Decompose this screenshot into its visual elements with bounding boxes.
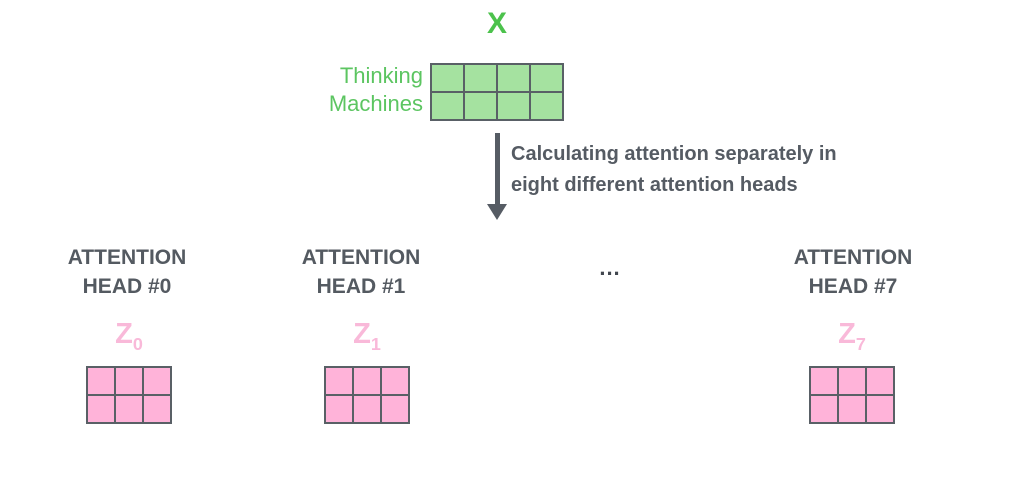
- matrix-cell: [811, 368, 837, 394]
- matrix-cell: [326, 396, 352, 422]
- matrix-cell: [839, 396, 865, 422]
- matrix-cell: [382, 396, 408, 422]
- z0-base: Z: [115, 318, 133, 350]
- matrix-cell: [867, 368, 893, 394]
- matrix-cell: [354, 368, 380, 394]
- z0-label: Z0: [69, 318, 189, 355]
- matrix-cell: [465, 65, 496, 91]
- input-side-label-line2: Machines: [328, 91, 423, 116]
- matrix-cell: [116, 396, 142, 422]
- matrix-cell: [839, 368, 865, 394]
- attention-head-0-line2: HEAD #0: [82, 275, 172, 298]
- attention-head-0-label: ATTENTION HEAD #0: [37, 243, 217, 301]
- matrix-cell: [144, 368, 170, 394]
- z1-matrix: [324, 366, 410, 424]
- z1-subscript: 1: [370, 333, 381, 354]
- input-side-label-line1: Thinking: [339, 63, 423, 88]
- matrix-cell: [432, 65, 463, 91]
- matrix-cell: [382, 368, 408, 394]
- arrow-annotation: Calculating attention separately in eigh…: [511, 139, 837, 201]
- attention-head-1-line2: HEAD #1: [316, 275, 406, 298]
- arrow-annotation-line2: eight different attention heads: [511, 174, 798, 196]
- z7-base: Z: [838, 318, 856, 350]
- matrix-cell: [326, 368, 352, 394]
- z7-matrix: [809, 366, 895, 424]
- matrix-cell: [144, 396, 170, 422]
- attention-head-7-label: ATTENTION HEAD #7: [763, 243, 943, 301]
- z0-subscript: 0: [132, 333, 143, 354]
- heads-ellipsis: ...: [599, 255, 621, 280]
- matrix-cell: [498, 65, 529, 91]
- attention-head-7-line2: HEAD #7: [808, 275, 898, 298]
- matrix-cell: [811, 396, 837, 422]
- attention-head-1-label: ATTENTION HEAD #1: [271, 243, 451, 301]
- input-matrix: [430, 63, 564, 121]
- matrix-cell: [432, 93, 463, 119]
- matrix-cell: [354, 396, 380, 422]
- z0-matrix: [86, 366, 172, 424]
- attention-head-0-line1: ATTENTION: [67, 246, 187, 269]
- z1-base: Z: [353, 318, 371, 350]
- arrow-annotation-line1: Calculating attention separately in: [511, 143, 837, 165]
- input-side-label: Thinking Machines: [280, 62, 423, 118]
- matrix-cell: [531, 65, 562, 91]
- matrix-cell: [531, 93, 562, 119]
- z1-label: Z1: [307, 318, 427, 355]
- matrix-cell: [116, 368, 142, 394]
- input-matrix-label: X: [486, 7, 507, 40]
- down-arrow-head-icon: [487, 204, 507, 220]
- matrix-cell: [498, 93, 529, 119]
- matrix-cell: [88, 396, 114, 422]
- down-arrow-icon: [495, 133, 500, 206]
- z7-label: Z7: [792, 318, 912, 355]
- matrix-cell: [867, 396, 893, 422]
- attention-head-7-line1: ATTENTION: [793, 246, 913, 269]
- attention-head-1-line1: ATTENTION: [301, 246, 421, 269]
- matrix-cell: [88, 368, 114, 394]
- z7-subscript: 7: [855, 333, 866, 354]
- matrix-cell: [465, 93, 496, 119]
